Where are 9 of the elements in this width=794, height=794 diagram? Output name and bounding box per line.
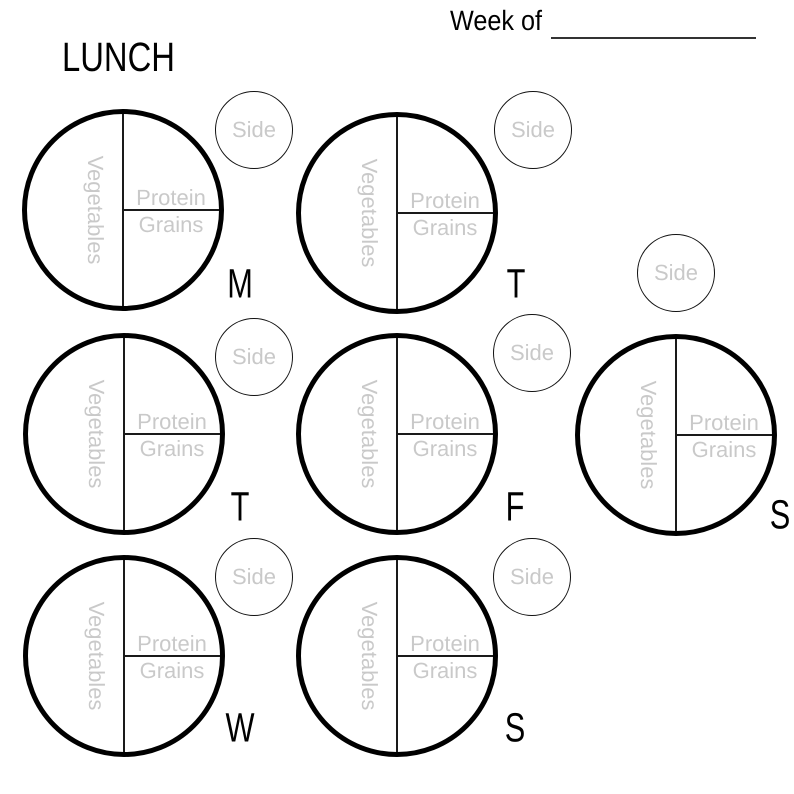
day-letter: S [770, 494, 790, 536]
day-letter: T [506, 264, 526, 304]
week-label: Week of [450, 7, 542, 35]
title: LUNCH [62, 37, 175, 78]
day-letter: W [225, 708, 255, 748]
day-letter: M [227, 264, 253, 304]
day-letter: S [504, 708, 526, 748]
day-letter: F [506, 486, 524, 528]
day-letter: T [230, 486, 250, 528]
